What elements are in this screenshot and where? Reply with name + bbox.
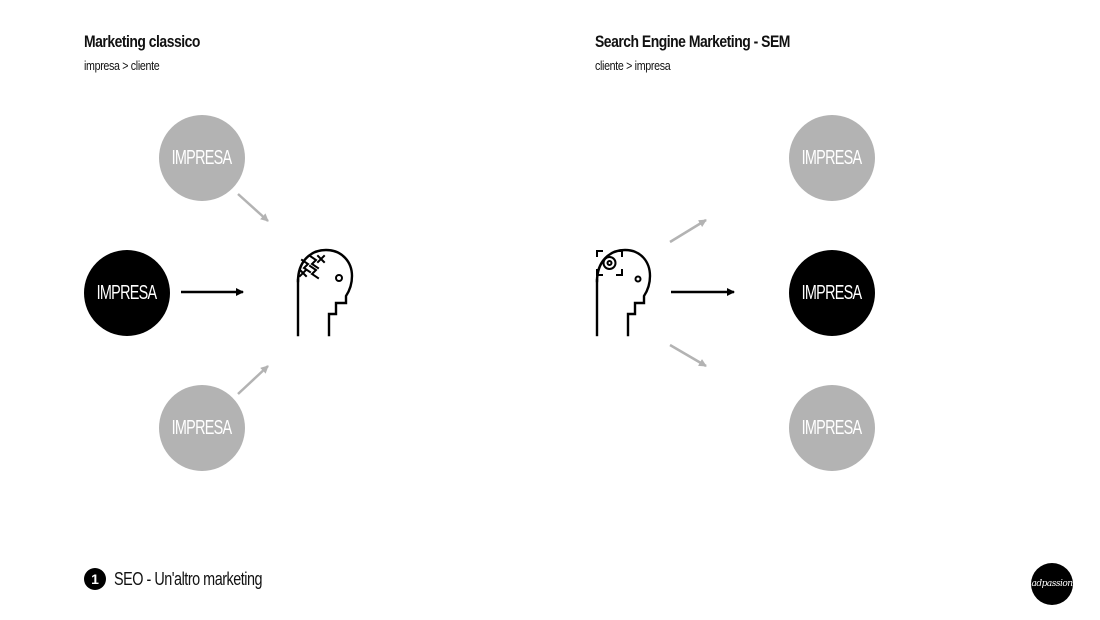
right-impresa-bottom: IMPRESA	[789, 385, 875, 471]
left-subtitle: impresa > cliente	[84, 58, 160, 73]
right-impresa-bottom-label: IMPRESA	[802, 416, 863, 439]
right-impresa-top: IMPRESA	[789, 115, 875, 201]
left-impresa-bottom-label: IMPRESA	[172, 416, 233, 439]
footer-number-badge: 1	[84, 568, 106, 590]
right-impresa-middle-label: IMPRESA	[802, 281, 863, 304]
left-arrow-bottom	[237, 365, 269, 395]
head-stressed-icon	[296, 248, 354, 337]
brand-logo: adpassion	[1031, 563, 1073, 605]
left-title: Marketing classico	[84, 32, 200, 51]
right-title: Search Engine Marketing - SEM	[595, 32, 790, 51]
right-arrow-bottom	[669, 343, 707, 368]
left-impresa-top-label: IMPRESA	[172, 146, 233, 169]
left-impresa-top: IMPRESA	[159, 115, 245, 201]
left-impresa-middle: IMPRESA	[84, 250, 170, 336]
right-impresa-middle: IMPRESA	[789, 250, 875, 336]
right-subtitle: cliente > impresa	[595, 58, 671, 73]
head-focused-icon	[595, 248, 652, 337]
right-arrow-top	[669, 218, 707, 244]
left-impresa-middle-label: IMPRESA	[97, 281, 158, 304]
left-impresa-bottom: IMPRESA	[159, 385, 245, 471]
left-arrow-top	[237, 193, 269, 222]
brand-logo-text: adpassion	[1031, 579, 1073, 589]
footer-title: SEO - Un'altro marketing	[114, 568, 263, 589]
footer: 1 SEO - Un'altro marketing	[84, 568, 299, 590]
right-impresa-top-label: IMPRESA	[802, 146, 863, 169]
